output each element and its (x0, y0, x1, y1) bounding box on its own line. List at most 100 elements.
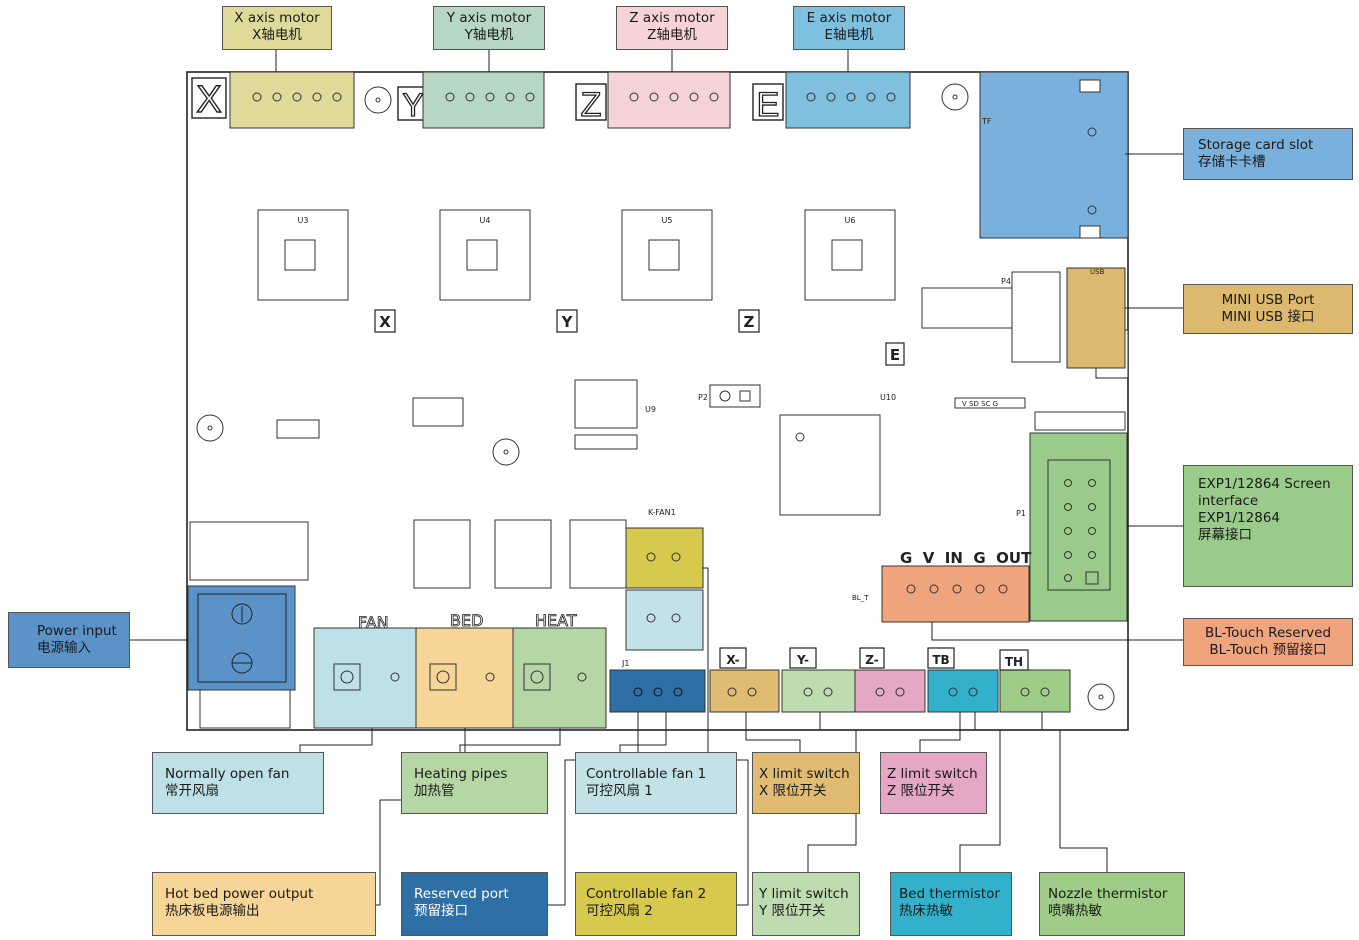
callout-z-axis-motor-en: Z axis motor (629, 10, 715, 26)
callout-power-input: Power input 电源输入 (8, 612, 130, 668)
motor-connector-z[interactable] (607, 71, 731, 129)
motor-connector-e[interactable] (785, 71, 911, 129)
callout-e-axis-motor: E axis motor E轴电机 (793, 6, 905, 50)
chip-u4-label: U4 (480, 216, 491, 225)
mcu-chip (779, 414, 881, 516)
callout-nozzle-cn: 喷嘴热敏 (1048, 903, 1102, 919)
callout-cfan1-cn: 可控风扇 1 (586, 783, 653, 799)
callout-controllable-fan-1: Controllable fan 1 可控风扇 1 (575, 752, 737, 814)
callout-heating-cn: 加热管 (414, 783, 455, 799)
callout-zlimit-en: Z limit switch (887, 766, 978, 782)
callout-x-limit-switch: X limit switch X 限位开关 (752, 752, 860, 814)
mounting-holes (196, 83, 1115, 711)
callout-e-axis-motor-en: E axis motor (806, 10, 892, 26)
callout-controllable-fan-2: Controllable fan 2 可控风扇 2 (575, 872, 737, 936)
driver-chips (257, 209, 896, 301)
callout-x-axis-motor: X axis motor X轴电机 (222, 6, 332, 50)
callout-normally-open-fan: Normally open fan 常开风扇 (152, 752, 324, 814)
axis-letter-boxes (191, 77, 784, 121)
bed-thermistor-connector[interactable] (927, 669, 999, 713)
exp1-screen-connector[interactable] (1029, 432, 1128, 622)
sd-card-slot[interactable] (979, 71, 1129, 239)
callout-exp1-en2: EXP1/12864 (1198, 510, 1281, 526)
callout-power-en: Power input (37, 623, 117, 639)
tb-label: TB (932, 653, 949, 667)
callout-ylimit-cn: Y 限位开关 (759, 903, 826, 919)
callout-reserved-port: Reserved port 预留接口 (401, 872, 548, 936)
callout-x-axis-motor-cn: X轴电机 (252, 27, 302, 43)
callout-y-limit-switch: Y limit switch Y 限位开关 (752, 872, 860, 936)
controllable-fan-2-connector[interactable] (625, 527, 704, 589)
z-limit-connector[interactable] (854, 669, 926, 713)
kfan1-label: K-FAN1 (648, 508, 676, 517)
motor-connector-x[interactable] (229, 71, 355, 129)
callout-cfan2-cn: 可控风扇 2 (586, 903, 653, 919)
p4-label: P4 (1001, 277, 1011, 286)
callout-bl-touch-reserved: BL-Touch Reserved BL-Touch 预留接口 (1183, 618, 1353, 666)
heating-pipe-connector[interactable] (512, 627, 607, 729)
marker-y: Y (561, 313, 574, 331)
chip-u5-label: U5 (662, 216, 673, 225)
y-minus-label: Y- (796, 653, 809, 667)
callout-bltouch-cn: BL-Touch 预留接口 (1209, 642, 1327, 658)
callout-exp1-cn: 屏幕接口 (1198, 527, 1252, 543)
callout-x-axis-motor-en: X axis motor (234, 10, 320, 26)
callout-cfan1-en: Controllable fan 1 (586, 766, 707, 782)
callout-exp1-en: EXP1/12864 Screen interface (1198, 476, 1331, 509)
axis-letter-x: X (196, 79, 221, 121)
callout-z-limit-switch: Z limit switch Z 限位开关 (880, 752, 987, 814)
nozzle-thermistor-connector[interactable] (999, 669, 1071, 713)
axis-letter-y: Y (402, 87, 423, 123)
chip-u3-label: U3 (298, 216, 309, 225)
hot-bed-power-connector[interactable] (415, 627, 514, 729)
mini-usb-port[interactable] (1066, 267, 1126, 369)
normally-open-fan-connector[interactable] (313, 627, 417, 729)
callout-hot-bed-power-output: Hot bed power output 热床板电源输出 (152, 872, 376, 936)
bl-touch-connector[interactable] (881, 565, 1030, 623)
callout-ylimit-en: Y limit switch (759, 886, 849, 902)
chip-u6-label: U6 (845, 216, 856, 225)
heat-label: HEAT (535, 611, 577, 630)
callout-y-axis-motor-en: Y axis motor (446, 10, 532, 26)
callout-reserved-en: Reserved port (414, 886, 509, 902)
callout-bedtherm-cn: 热床热敏 (899, 903, 953, 919)
callout-heating-pipes: Heating pipes 加热管 (401, 752, 548, 814)
callout-power-cn: 电源输入 (37, 640, 91, 656)
usb-label: USB (1090, 268, 1105, 276)
callout-y-axis-motor: Y axis motor Y轴电机 (433, 6, 545, 50)
controllable-fan-1-connector[interactable] (625, 589, 704, 651)
callout-reserved-cn: 预留接口 (414, 903, 468, 919)
x-limit-connector[interactable] (709, 669, 780, 713)
callout-fan-open-en: Normally open fan (165, 766, 290, 782)
callout-nozzle-thermistor: Nozzle thermistor 喷嘴热敏 (1039, 872, 1185, 936)
bed-label: BED (450, 611, 483, 630)
x-minus-label: X- (726, 653, 739, 667)
chip-u9-label: U9 (645, 405, 656, 414)
callout-heating-en: Heating pipes (414, 766, 508, 782)
fan-label: FAN (358, 613, 389, 632)
axis-letter-e: E (757, 86, 780, 124)
vsd-label: V SD SC G (962, 400, 998, 408)
callout-storage-en: Storage card slot (1198, 137, 1314, 153)
axis-letter-z: Z (581, 86, 602, 124)
callout-e-axis-motor-cn: E轴电机 (824, 27, 874, 43)
callout-z-axis-motor: Z axis motor Z轴电机 (616, 6, 728, 50)
p1-label: P1 (1016, 509, 1026, 518)
j1-label: J1 (621, 659, 629, 668)
bl-t-label: BL_T (852, 594, 869, 602)
motor-connector-y[interactable] (422, 71, 545, 129)
tf-label: TF (981, 117, 992, 126)
callout-y-axis-motor-cn: Y轴电机 (464, 27, 514, 43)
callout-usb-cn: MINI USB 接口 (1221, 309, 1315, 325)
reserved-port-connector[interactable] (609, 669, 706, 713)
marker-x: X (379, 313, 391, 331)
power-input-connector[interactable] (187, 585, 296, 691)
callout-exp1-screen-interface: EXP1/12864 Screen interface EXP1/12864 屏… (1183, 465, 1353, 587)
callout-xlimit-cn: X 限位开关 (759, 783, 827, 799)
z-minus-label: Z- (865, 653, 878, 667)
callout-usb-en: MINI USB Port (1221, 292, 1315, 308)
y-limit-connector[interactable] (781, 669, 856, 713)
chip-u10-label: U10 (880, 393, 896, 402)
bl-touch-pin-labels: G V IN G OUT (900, 549, 1032, 567)
